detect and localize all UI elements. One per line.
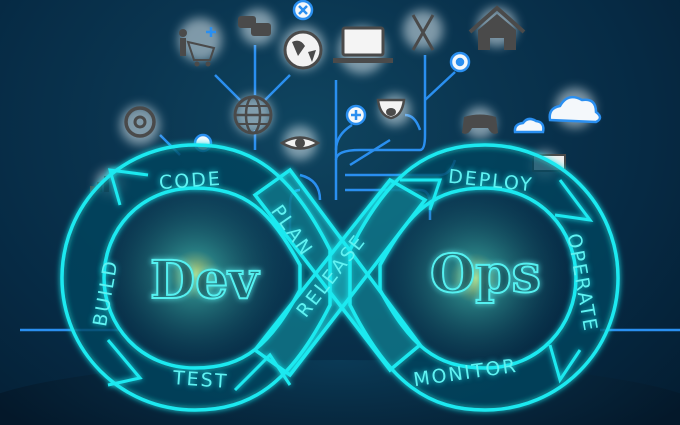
dev-title: Dev	[150, 250, 260, 311]
stage-test: TEST	[172, 367, 229, 393]
ops-title: Ops	[430, 244, 541, 305]
shopping-cart-icon	[179, 29, 216, 67]
stage-code: CODE	[158, 167, 223, 195]
